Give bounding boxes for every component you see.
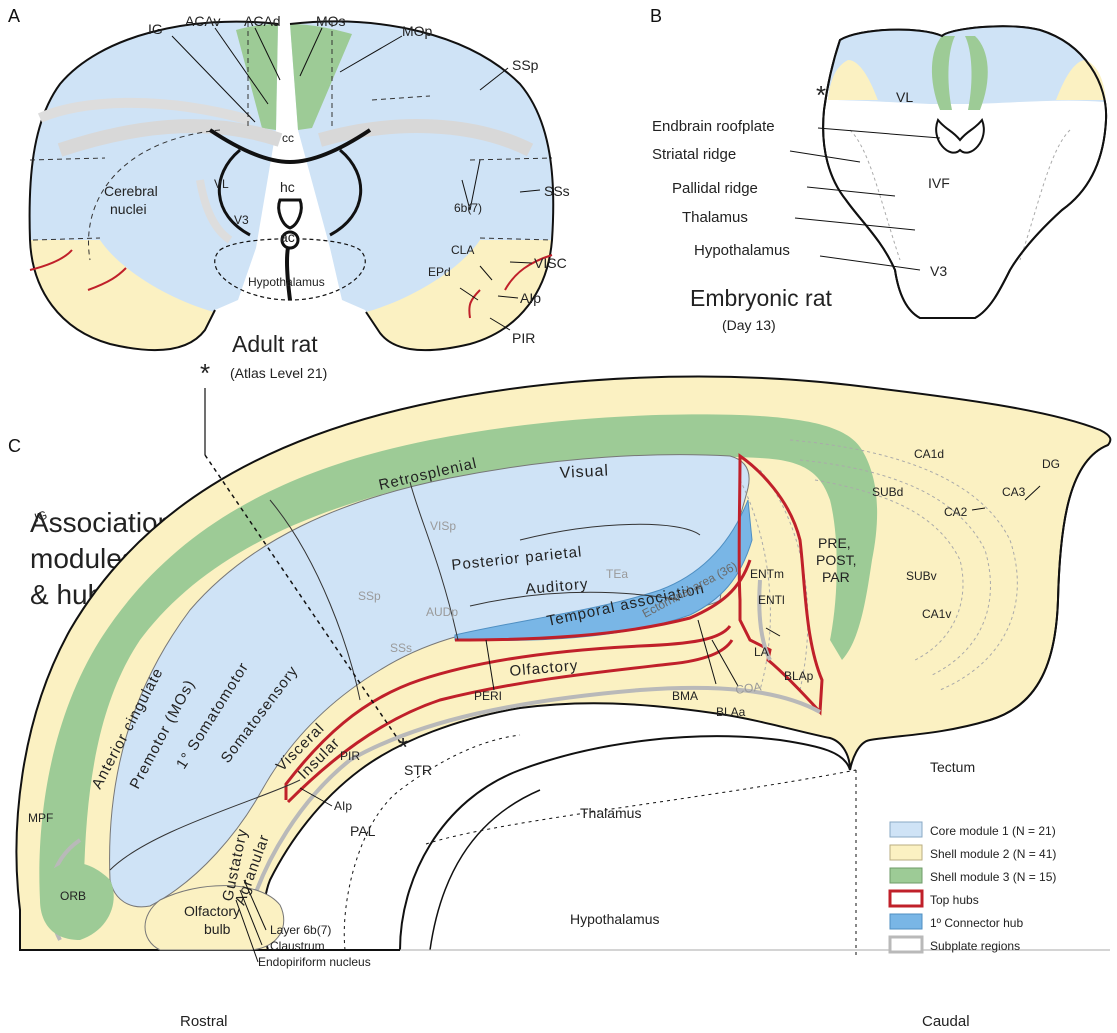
label-sss: SSs	[544, 183, 570, 199]
label-endbrain-roofplate: Endbrain roofplate	[652, 118, 775, 135]
label-epd: EPd	[428, 265, 451, 279]
legend-swatch	[890, 937, 922, 952]
label-orb: ORB	[60, 889, 86, 903]
label-pre-2: POST,	[816, 552, 856, 568]
legend-label: Core module 1 (N = 21)	[930, 824, 1056, 838]
label-ca1v: CA1v	[922, 607, 951, 621]
label-pir: PIR	[512, 330, 535, 346]
label-entl: ENTl	[758, 593, 785, 607]
legend: Core module 1 (N = 21) Shell module 2 (N …	[890, 822, 1056, 953]
label-6b7: 6b(7)	[454, 201, 482, 215]
label-mos: MOs	[316, 13, 346, 29]
legend-swatch	[890, 845, 922, 860]
label-c-ssp: SSp	[358, 589, 381, 603]
legend-swatch	[890, 822, 922, 837]
label-cc: cc	[282, 131, 294, 145]
label-b-hypothalamus: Hypothalamus	[694, 242, 790, 259]
label-cla: CLA	[451, 243, 474, 257]
label-dg: DG	[1042, 457, 1060, 471]
panel-a-title: Adult rat	[232, 331, 318, 357]
panel-b-label: B	[650, 6, 662, 26]
label-pal: PAL	[350, 823, 376, 839]
legend-swatch	[890, 891, 922, 906]
label-endopiriform: Endopiriform nucleus	[258, 955, 371, 969]
label-visc: VISC	[534, 255, 567, 271]
label-blaa: BLAa	[716, 705, 746, 719]
label-claustrum: Claustrum	[270, 939, 325, 953]
label-acad: ACAd	[244, 13, 281, 29]
label-v3: V3	[234, 213, 249, 227]
label-mpf: MPF	[28, 811, 53, 825]
label-c-aip: AIp	[334, 799, 352, 813]
legend-swatch	[890, 868, 922, 883]
label-hc: hc	[280, 179, 295, 195]
label-aip: AIp	[520, 290, 541, 306]
label-olfactory-bulb-1: Olfactory	[184, 903, 240, 919]
label-caudal: Caudal	[922, 1013, 970, 1030]
panel-a-label: A	[8, 6, 20, 26]
legend-label: Subplate regions	[930, 939, 1020, 953]
label-str: STR	[404, 762, 432, 778]
label-entm: ENTm	[750, 567, 784, 581]
label-olfactory-bulb-2: bulb	[204, 921, 231, 937]
label-b-v3: V3	[930, 263, 947, 279]
legend-label: 1º Connector hub	[930, 916, 1023, 930]
label-rostral: Rostral	[180, 1013, 228, 1030]
panel-c-label: C	[8, 436, 21, 456]
label-pre-1: PRE,	[818, 535, 851, 551]
label-ig: IG	[148, 21, 163, 37]
label-bma: BMA	[672, 689, 698, 703]
panel-a-subtitle: (Atlas Level 21)	[230, 365, 327, 381]
label-c-thalamus: Thalamus	[580, 805, 641, 821]
region-visual: Visual	[559, 462, 609, 482]
panel-b: B * VL Endbrain roofplate Striatal ridge…	[650, 6, 1106, 333]
asterisk-b: *	[816, 80, 826, 110]
panel-c: C Association modules & hubs	[8, 377, 1110, 1030]
label-peri: PERI	[474, 689, 502, 703]
legend-label: Shell module 2 (N = 41)	[930, 847, 1056, 861]
label-c-hypothalamus: Hypothalamus	[570, 911, 660, 927]
label-pre-3: PAR	[822, 569, 850, 585]
legend-label: Shell module 3 (N = 15)	[930, 870, 1056, 884]
label-blap: BLAp	[784, 669, 814, 683]
label-ssp: SSp	[512, 57, 539, 73]
label-ivf: IVF	[928, 175, 950, 191]
label-layer6b: Layer 6b(7)	[270, 923, 331, 937]
label-striatal-ridge: Striatal ridge	[652, 146, 736, 163]
asterisk-c: *	[398, 732, 408, 762]
label-visp: VISp	[430, 519, 456, 533]
label-c-sss: SSs	[390, 641, 412, 655]
label-audp: AUDp	[426, 605, 458, 619]
asterisk-a: *	[200, 358, 210, 388]
label-vl: VL	[214, 177, 229, 191]
label-mop: MOp	[402, 23, 433, 39]
label-ca1d: CA1d	[914, 447, 944, 461]
label-pallidal-ridge: Pallidal ridge	[672, 180, 758, 197]
label-c-pir: PIR	[340, 749, 360, 763]
label-acav: ACAv	[185, 13, 221, 29]
label-ca2: CA2	[944, 505, 968, 519]
label-ac: ac	[280, 229, 295, 245]
label-cerebral-nuclei-2: nuclei	[110, 201, 147, 217]
panel-b-title: Embryonic rat	[690, 285, 832, 311]
panel-a: A	[8, 6, 570, 388]
label-ca3: CA3	[1002, 485, 1026, 499]
legend-swatch	[890, 914, 922, 929]
label-b-vl: VL	[896, 89, 913, 105]
legend-label: Top hubs	[930, 893, 979, 907]
label-la: LA	[754, 645, 769, 659]
panel-b-subtitle: (Day 13)	[722, 317, 776, 333]
label-tectum: Tectum	[930, 759, 975, 775]
label-tea: TEa	[606, 567, 628, 581]
label-hypothalamus-a: Hypothalamus	[248, 275, 325, 289]
label-subv: SUBv	[906, 569, 937, 583]
label-b-thalamus: Thalamus	[682, 209, 748, 226]
label-cerebral-nuclei-1: Cerebral	[104, 183, 158, 199]
label-subd: SUBd	[872, 485, 903, 499]
